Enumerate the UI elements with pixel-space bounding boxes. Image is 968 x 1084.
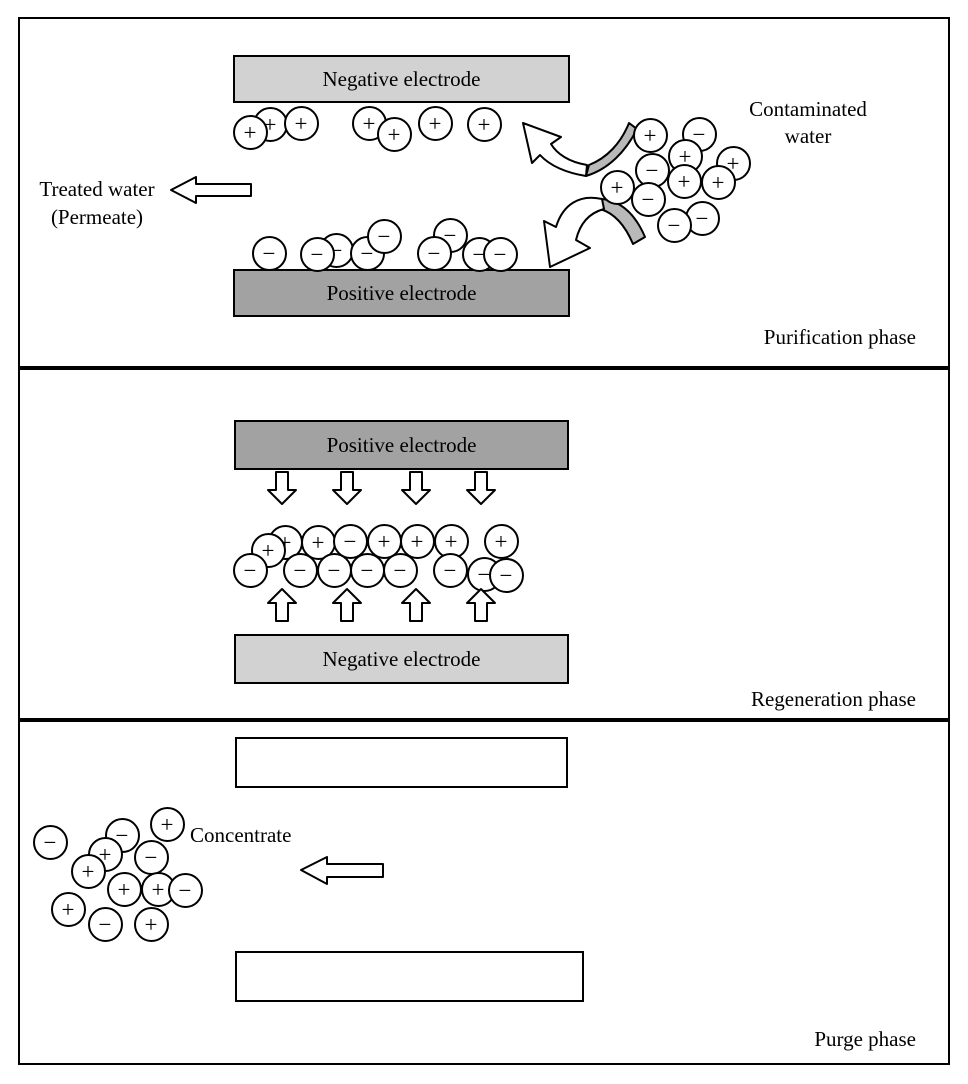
regeneration-phase-label: Regeneration phase: [750, 687, 916, 711]
ion-positive: +: [106, 871, 142, 907]
concentrate-flow-arrow: [300, 856, 384, 885]
ion-negative: −: [32, 824, 68, 860]
ion-negative: −: [133, 839, 169, 875]
cation-transfer-arrow: [522, 122, 638, 177]
released-ions-top-row: +++−++++: [20, 370, 948, 718]
ion-positive: +: [376, 116, 412, 152]
ion-negative: −: [349, 552, 385, 588]
treated-water-line1: Treated water: [39, 177, 155, 201]
purification-phase-panel: Negative electrode Positive electrode Tr…: [18, 17, 950, 368]
ion-positive: +: [232, 114, 268, 150]
ion-positive: +: [483, 523, 519, 559]
ion-positive: +: [700, 164, 736, 200]
positive-electrode: Positive electrode: [233, 269, 570, 317]
ion-negative: −: [251, 235, 287, 271]
anion-transfer-arrow: [543, 196, 646, 268]
adsorbed-cations-layer: +++++++: [20, 19, 948, 366]
ion-negative: −: [630, 181, 666, 217]
purge-phase-panel: Concentrate −−++−+++−+−+ Purge phase: [18, 720, 950, 1065]
ion-negative: −: [382, 552, 418, 588]
purification-phase-label: Purification phase: [763, 325, 916, 349]
ion-negative: −: [656, 207, 692, 243]
ion-positive: +: [283, 105, 319, 141]
treated-water-label: Treated water (Permeate): [24, 175, 170, 231]
ion-negative: −: [87, 906, 123, 942]
ion-positive: +: [50, 891, 86, 927]
release-arrow-down: [332, 471, 362, 505]
released-ions-bottom-row: −−−−−−−−: [20, 370, 948, 718]
positive-electrode-label: Positive electrode: [326, 280, 477, 305]
ion-positive: +: [149, 806, 185, 842]
positive-electrode-label: Positive electrode: [326, 432, 477, 457]
ion-negative: −: [416, 235, 452, 271]
concentrate-ion-cluster: −−++−+++−+−+: [20, 722, 948, 1063]
contaminated-water-line1: Contaminated: [749, 97, 867, 121]
release-arrow-down: [401, 471, 431, 505]
release-arrow-up: [401, 588, 431, 622]
release-arrow-down: [267, 471, 297, 505]
contaminated-water-label: Contaminated water: [720, 96, 896, 150]
ion-negative: −: [684, 200, 720, 236]
ion-negative: −: [167, 872, 203, 908]
ion-negative: −: [232, 552, 268, 588]
ion-negative: −: [432, 552, 468, 588]
release-arrow-up: [267, 588, 297, 622]
purge-phase-label: Purge phase: [814, 1027, 916, 1051]
ion-positive: +: [666, 163, 702, 199]
contaminated-water-line2: water: [784, 124, 832, 148]
negative-electrode: Negative electrode: [233, 55, 570, 103]
uncharged-electrode-bottom: [235, 951, 584, 1002]
ion-positive: +: [70, 853, 106, 889]
negative-electrode-label: Negative electrode: [322, 646, 481, 671]
regeneration-phase-panel: Positive electrode +++−++++ −−−−−−−−: [18, 368, 950, 720]
release-arrow-down: [466, 471, 496, 505]
ion-positive: +: [632, 117, 668, 153]
ion-negative: −: [282, 552, 318, 588]
ion-positive: +: [417, 105, 453, 141]
treated-water-line2: (Permeate): [50, 205, 144, 229]
ion-positive: +: [133, 906, 169, 942]
adsorbed-anions-layer: −−−−−−−−−: [20, 19, 948, 366]
ion-positive: +: [599, 169, 635, 205]
ion-negative: −: [482, 236, 518, 272]
contaminated-water-ion-cluster: +−+−++++−−−: [20, 19, 948, 366]
concentrate-label: Concentrate: [190, 823, 292, 847]
negative-electrode: Negative electrode: [234, 634, 569, 684]
uncharged-electrode-top: [235, 737, 568, 788]
ion-negative: −: [299, 236, 335, 272]
ion-negative: −: [316, 552, 352, 588]
ion-negative: −: [366, 218, 402, 254]
release-arrow-up: [466, 588, 496, 622]
negative-electrode-label: Negative electrode: [322, 66, 481, 91]
positive-electrode: Positive electrode: [234, 420, 569, 470]
ion-positive: +: [466, 106, 502, 142]
ion-positive: +: [399, 523, 435, 559]
treated-water-flow-arrow: [170, 176, 252, 204]
ion-negative: −: [488, 557, 524, 593]
release-arrow-up: [332, 588, 362, 622]
